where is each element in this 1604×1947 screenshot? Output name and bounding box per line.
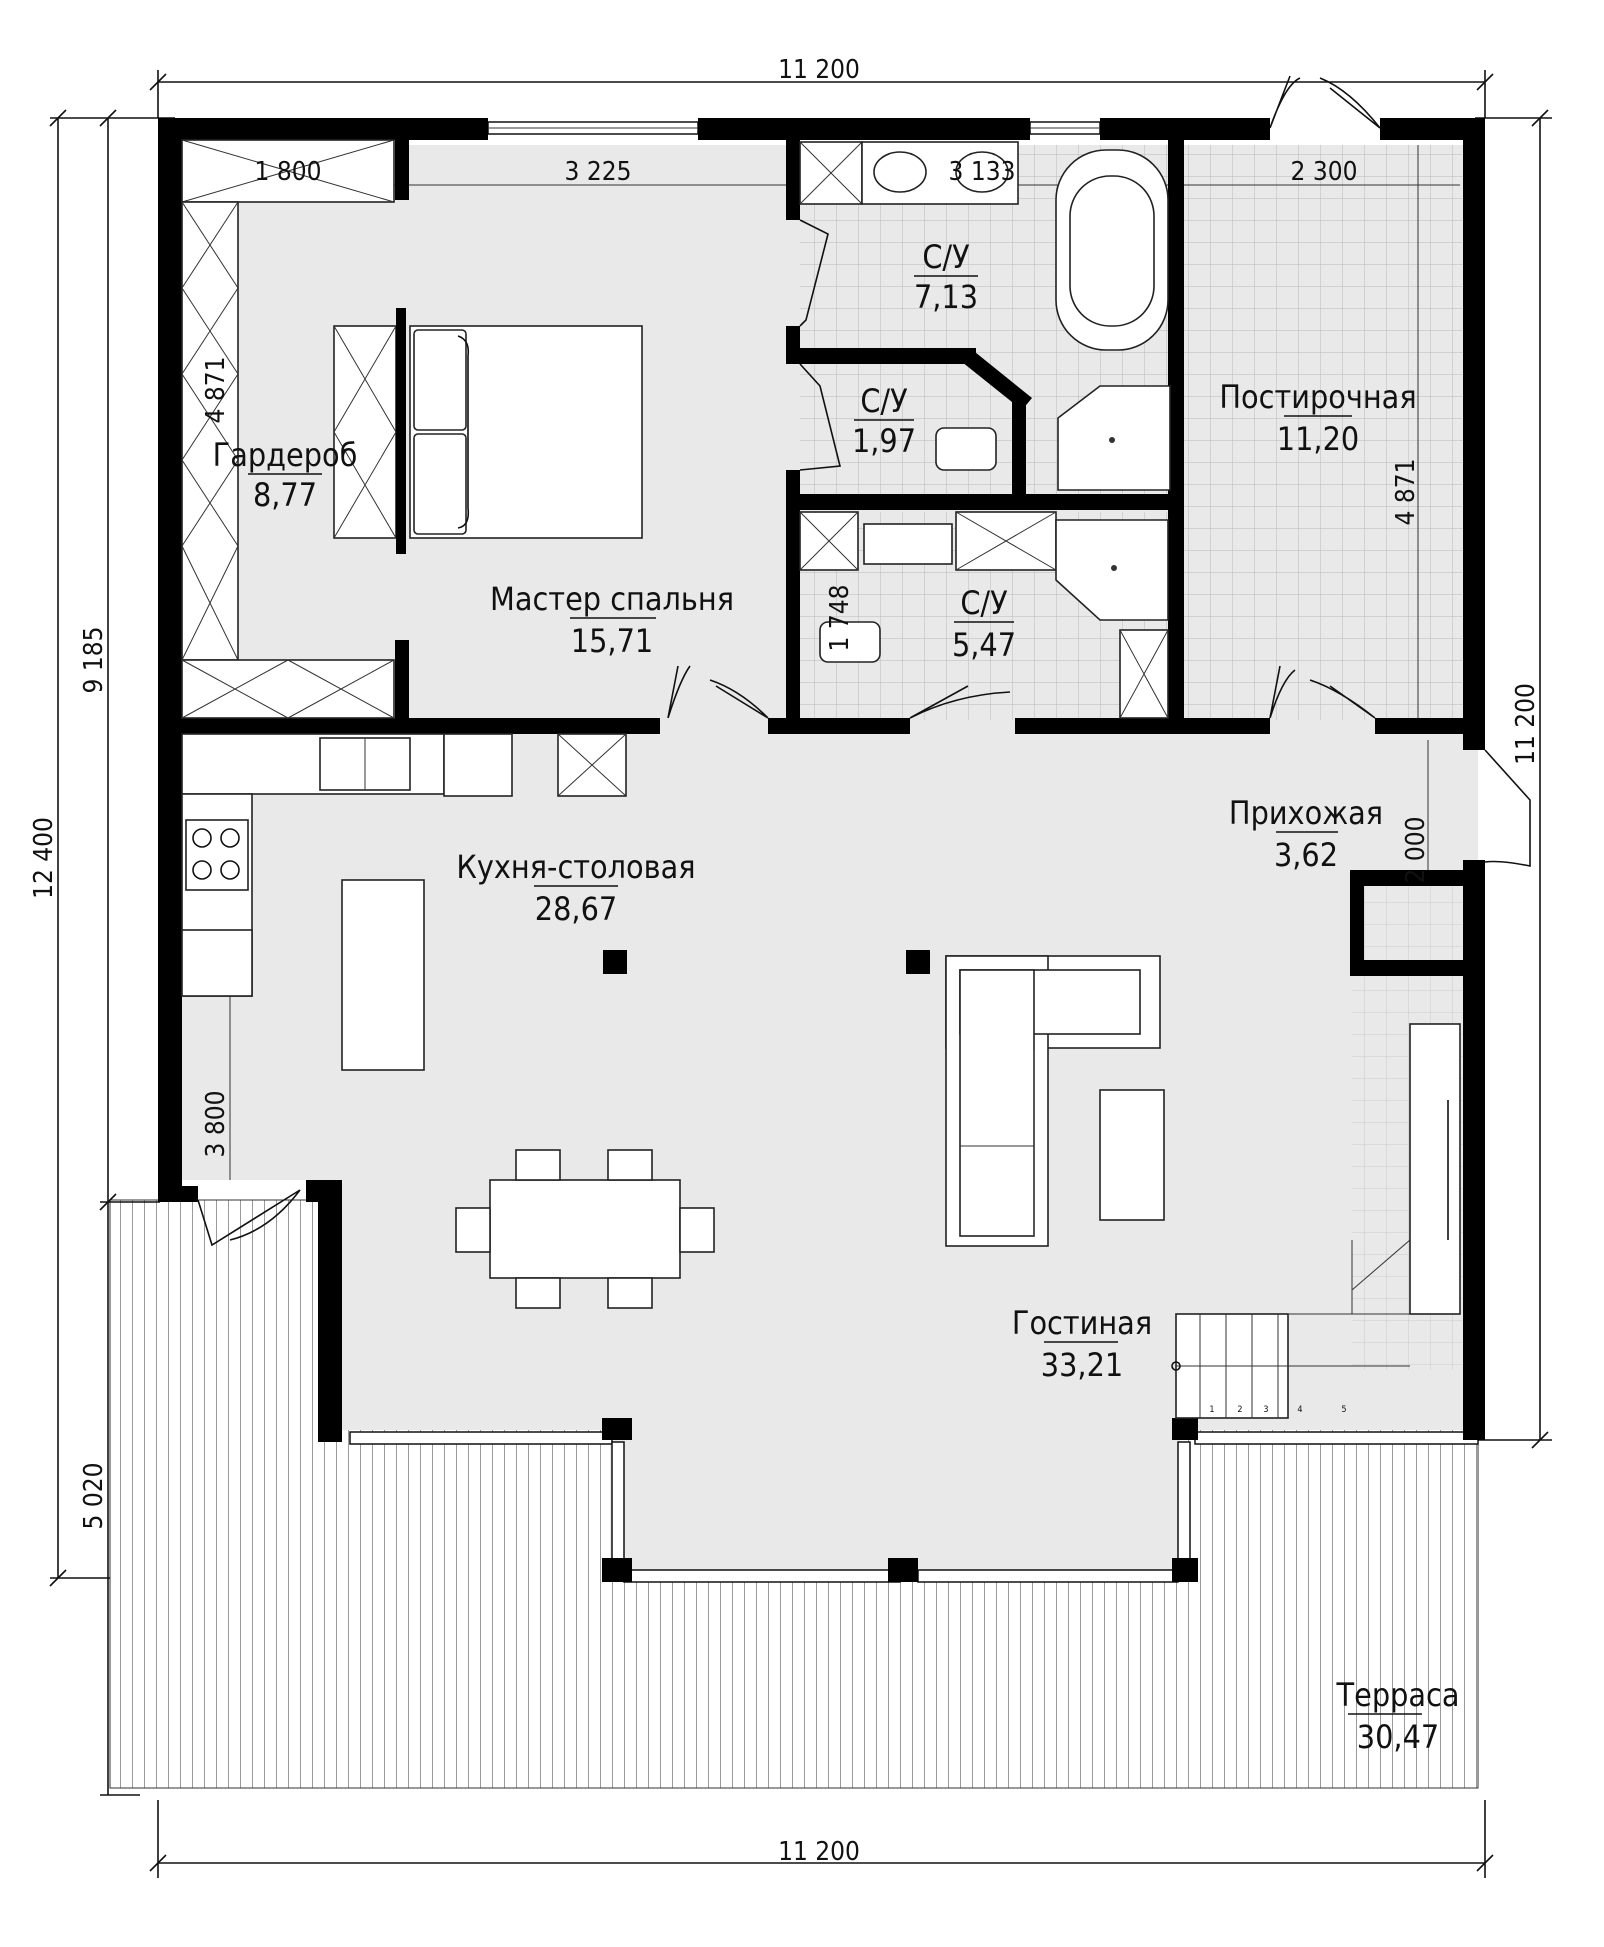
stair-step-4: 4 — [1297, 1405, 1302, 1415]
room-area-bath-medium: 5,47 — [952, 626, 1016, 664]
dim-bottom-total: 11 200 — [778, 1837, 860, 1867]
bed — [333, 308, 643, 554]
room-name-living-room: Гостиная — [1012, 1304, 1152, 1342]
room-name-wardrobe: Гардероб — [213, 436, 358, 474]
room-area-kitchen-dining: 28,67 — [535, 890, 617, 928]
dim-bedroom-width: 3 225 — [565, 157, 632, 187]
walls — [158, 118, 1485, 1582]
room-area-master-bedroom: 15,71 — [571, 622, 653, 660]
room-name-master-bedroom: Мастер спальня — [490, 580, 734, 618]
room-name-hallway: Прихожая — [1229, 794, 1383, 832]
dim-right-house: 11 200 — [1511, 683, 1541, 765]
room-area-bath-large: 7,13 — [914, 278, 978, 316]
room-name-kitchen-dining: Кухня-столовая — [456, 848, 695, 886]
dim-kitchen-depth: 3 800 — [201, 1091, 231, 1158]
room-area-living-room: 33,21 — [1041, 1346, 1123, 1384]
bath-fixtures — [799, 141, 1171, 719]
dim-left-total: 12 400 — [29, 817, 59, 899]
room-name-bath-medium: С/У — [960, 584, 1008, 622]
stair-step-1: 1 — [1209, 1405, 1214, 1415]
stair-step-5: 5 — [1341, 1405, 1346, 1415]
room-area-bath-small: 1,97 — [852, 422, 916, 460]
room-name-terrace: Терраса — [1336, 1676, 1460, 1714]
dim-bath-width: 3 133 — [949, 157, 1016, 187]
dim-wardrobe-width: 1 800 — [255, 157, 322, 187]
doors — [197, 75, 1531, 1247]
room-area-hallway: 3,62 — [1274, 836, 1338, 874]
dim-left-terrace: 5 020 — [79, 1463, 109, 1530]
dim-laundry-width: 2 300 — [1291, 157, 1358, 187]
stair-step-3: 3 — [1263, 1405, 1268, 1415]
dim-wc-small: 1 748 — [825, 585, 855, 652]
dimension-labels: 11 200 11 200 1 800 3 225 3 133 2 300 12… — [29, 55, 1541, 1867]
stair-step-2: 2 — [1237, 1405, 1242, 1415]
room-area-wardrobe: 8,77 — [253, 476, 317, 514]
kitchen-furniture — [181, 733, 715, 1309]
wardrobe-cabinets — [181, 139, 395, 719]
room-area-terrace: 30,47 — [1357, 1718, 1439, 1756]
dim-left-house: 9 185 — [79, 627, 109, 694]
living-furniture — [945, 955, 1461, 1419]
dim-laundry-depth: 4 871 — [1391, 459, 1421, 526]
room-name-laundry: Постирочная — [1219, 378, 1416, 416]
dim-hall-depth: 2 000 — [1401, 817, 1431, 884]
room-area-laundry: 11,20 — [1277, 420, 1359, 458]
room-name-bath-large: С/У — [922, 238, 970, 276]
dim-wardrobe-depth: 4 871 — [201, 357, 231, 424]
room-labels: Гардероб 8,77 Мастер спальня 15,71 С/У 7… — [213, 238, 1460, 1756]
stair-step-numbers: 1 2 3 4 5 — [1209, 1405, 1346, 1415]
dim-top-total: 11 200 — [778, 55, 860, 85]
room-name-bath-small: С/У — [860, 382, 908, 420]
